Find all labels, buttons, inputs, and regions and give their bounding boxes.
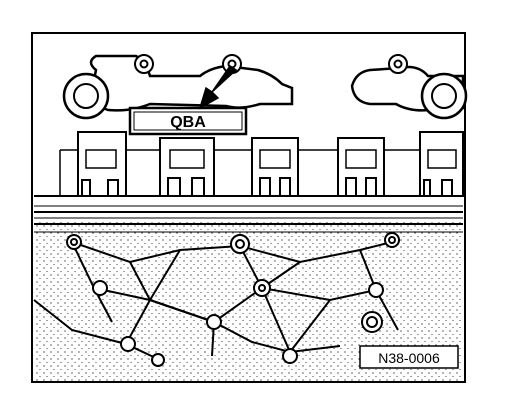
bearing-cap-1	[77, 131, 127, 197]
cylinder-head-casting	[34, 222, 463, 381]
bearing-cap-4	[337, 137, 385, 197]
bearing-cap-2	[159, 137, 215, 197]
figure-id-box	[359, 345, 459, 369]
bearing-cap-3	[251, 137, 299, 197]
pointer-arrow	[198, 64, 238, 110]
bearing-cap-details	[59, 149, 457, 196]
right-pulley-inner	[431, 83, 457, 109]
bearing-cap-5	[419, 131, 464, 197]
engine-drawing: QBA	[33, 54, 468, 381]
left-pulley-inner	[73, 83, 99, 109]
part-label: QBA	[170, 114, 206, 131]
figure-id: N38-0006	[378, 350, 440, 366]
bearing-caps	[77, 131, 464, 197]
casting-holes	[66, 232, 400, 367]
